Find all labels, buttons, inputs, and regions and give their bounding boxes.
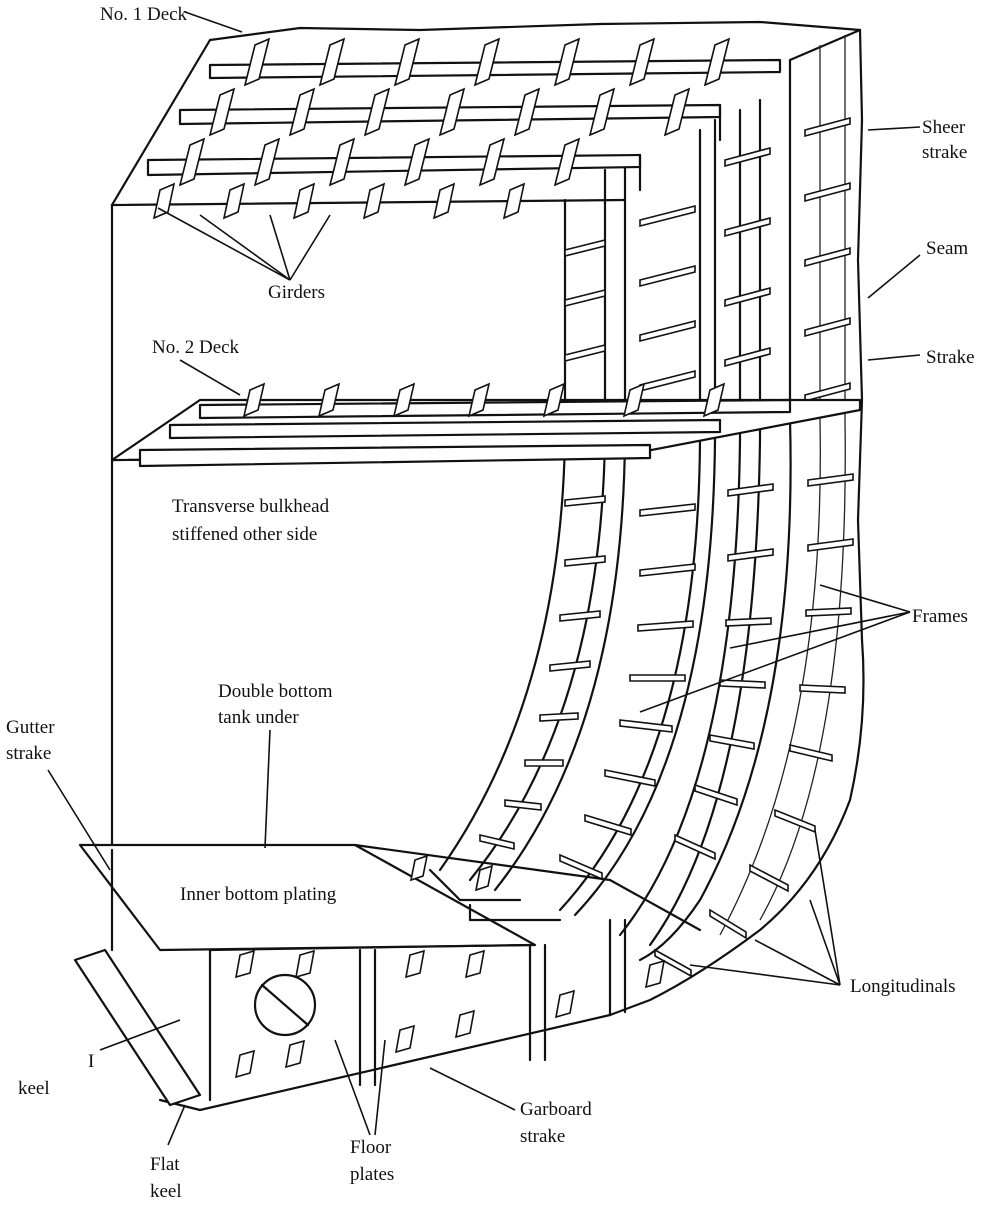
label-bulkhead-1: Transverse bulkhead: [172, 496, 330, 517]
label-flat-keel-2: keel: [150, 1181, 182, 1202]
label-bulkhead-2: stiffened other side: [172, 524, 317, 545]
label-flat-keel-1: Flat: [150, 1154, 180, 1175]
label-double-bottom-2: tank under: [218, 707, 299, 728]
deck-1-beams: [152, 37, 731, 220]
label-i-mark: I: [88, 1051, 94, 1072]
label-floor-plates-1: Floor: [350, 1137, 392, 1158]
deck-1-girders: [146, 58, 782, 192]
label-seam: Seam: [926, 238, 968, 259]
double-bottom: [78, 843, 702, 1102]
leader-lines: [47, 11, 921, 1146]
keel: [73, 848, 202, 1107]
label-no2-deck: No. 2 Deck: [152, 337, 240, 358]
label-gutter-strake-1: Gutter: [6, 717, 55, 738]
labels: No. 1 Deck Sheer strake Seam Girders Str…: [6, 4, 975, 1202]
label-no1-deck: No. 1 Deck: [100, 4, 188, 25]
label-longitudinals: Longitudinals: [850, 976, 956, 997]
label-sheer-strake-2: strake: [922, 142, 967, 163]
outer-shell: [158, 20, 865, 1112]
label-strake: Strake: [926, 347, 975, 368]
label-girders: Girders: [268, 282, 325, 303]
label-gutter-strake-2: strake: [6, 743, 51, 764]
label-keel: keel: [18, 1078, 50, 1099]
deck-2: [110, 382, 862, 468]
label-sheer-strake-1: Sheer: [922, 117, 966, 138]
side-longitudinals: [479, 116, 854, 978]
label-frames: Frames: [912, 606, 968, 627]
label-garboard-strake-1: Garboard: [520, 1099, 592, 1120]
label-double-bottom-1: Double bottom: [218, 681, 333, 702]
label-garboard-strake-2: strake: [520, 1126, 565, 1147]
side-frames: [438, 98, 762, 947]
label-floor-plates-2: plates: [350, 1164, 394, 1185]
label-inner-bottom-plating: Inner bottom plating: [180, 884, 337, 905]
